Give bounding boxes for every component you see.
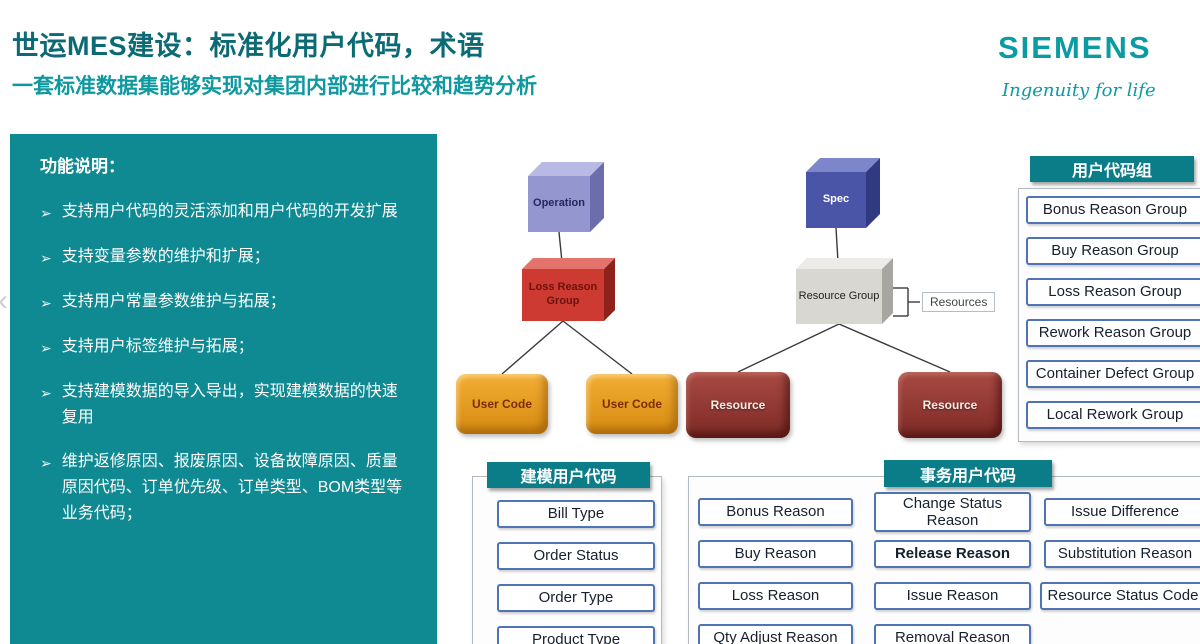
feature-text: 支持变量参数的维护和扩展； xyxy=(61,247,270,265)
user-code-group-item: Buy Reason Group xyxy=(1026,237,1200,265)
siemens-logo: SIEMENS xyxy=(998,30,1152,65)
features-panel: 功能说明： ➢ 支持用户代码的灵活添加和用户代码的开发扩展 ➢ 支持变量参数的维… xyxy=(10,134,437,644)
arrow-bullet-icon: ➢ xyxy=(40,339,52,356)
user-code-group-item: Rework Reason Group xyxy=(1026,319,1200,347)
node-label: Operation xyxy=(528,176,590,232)
transaction-code-item: Release Reason xyxy=(874,540,1031,568)
resources-label: Resources xyxy=(922,292,996,312)
page-title: 世运MES建设：标准化用户代码，术语 xyxy=(12,31,485,61)
feature-text: 支持建模数据的导入导出，实现建模数据的快速复用 xyxy=(61,382,398,426)
group-header-transaction: 事务用户代码 xyxy=(884,460,1052,487)
arrow-bullet-icon: ➢ xyxy=(40,294,52,311)
cube-top-face xyxy=(522,258,615,269)
features-list: ➢ 支持用户代码的灵活添加和用户代码的开发扩展 ➢ 支持变量参数的维护和扩展； … xyxy=(10,177,437,527)
feature-text: 支持用户标签维护与拓展； xyxy=(61,337,254,355)
transaction-code-item: Loss Reason xyxy=(698,582,853,610)
diagram-node-resource-2: Resource xyxy=(898,372,1002,438)
cube-side-face xyxy=(590,162,604,232)
node-label: Spec xyxy=(806,172,866,228)
transaction-code-item: Issue Difference xyxy=(1044,498,1200,526)
transaction-code-item: Qty Adjust Reason xyxy=(698,624,853,644)
user-code-group-item: Bonus Reason Group xyxy=(1026,196,1200,224)
user-code-group-item: Container Defect Group xyxy=(1026,360,1200,388)
arrow-bullet-icon: ➢ xyxy=(40,384,52,401)
diagram-node-operation: Operation xyxy=(528,162,604,232)
diagram-node-loss-reason-group: Loss Reason Group xyxy=(522,258,615,321)
transaction-code-item: Issue Reason xyxy=(874,582,1031,610)
diagram-node-user-code-1: User Code xyxy=(456,374,548,434)
feature-item: ➢ 支持建模数据的导入导出，实现建模数据的快速复用 xyxy=(40,379,413,431)
feature-text: 支持用户代码的灵活添加和用户代码的开发扩展 xyxy=(61,203,398,220)
user-code-group-item: Local Rework Group xyxy=(1026,401,1200,429)
feature-item: ➢ 支持变量参数的维护和扩展； xyxy=(40,244,413,270)
arrow-bullet-icon: ➢ xyxy=(40,455,52,472)
cube-side-face xyxy=(866,158,880,228)
transaction-code-item: Removal Reason xyxy=(874,624,1031,644)
features-heading: 功能说明： xyxy=(40,157,125,176)
user-code-group-item: Loss Reason Group xyxy=(1026,278,1200,306)
transaction-code-item: Resource Status Code xyxy=(1040,582,1200,610)
feature-text: 维护返修原因、报废原因、设备故障原因、质量原因代码、订单优先级、订单类型、BOM… xyxy=(61,453,403,523)
page-subtitle: 一套标准数据集能够实现对集团内部进行比较和趋势分析 xyxy=(12,75,537,98)
cube-top-face xyxy=(796,258,893,269)
modeling-code-item: Order Type xyxy=(497,584,655,612)
arrow-bullet-icon: ➢ xyxy=(40,205,52,221)
feature-item: ➢ 支持用户代码的灵活添加和用户代码的开发扩展 xyxy=(40,199,413,225)
modeling-code-item: Order Status xyxy=(497,542,655,570)
diagram-node-resource-group: Resource Group xyxy=(796,258,893,324)
arrow-bullet-icon: ➢ xyxy=(40,249,52,266)
diagram-node-resource-1: Resource xyxy=(686,372,790,438)
diagram-node-user-code-2: User Code xyxy=(586,374,678,434)
siemens-tagline: Ingenuity for life xyxy=(1002,80,1156,101)
node-label: Resource Group xyxy=(796,269,882,324)
group-header-modeling: 建模用户代码 xyxy=(487,462,650,488)
feature-text: 支持用户常量参数维护与拓展； xyxy=(61,292,286,310)
group-header-user-code-groups: 用户代码组 xyxy=(1030,156,1194,182)
transaction-code-item: Change Status Reason xyxy=(874,492,1031,532)
feature-item: ➢ 支持用户标签维护与拓展； xyxy=(40,334,413,360)
modeling-code-item: Product Type xyxy=(497,626,655,644)
node-label: Loss Reason Group xyxy=(522,269,604,321)
feature-item: ➢ 维护返修原因、报废原因、设备故障原因、质量原因代码、订单优先级、订单类型、B… xyxy=(40,449,413,527)
transaction-code-item: Substitution Reason xyxy=(1044,540,1200,568)
cube-side-face xyxy=(882,258,893,324)
transaction-code-item: Bonus Reason xyxy=(698,498,853,526)
modeling-code-item: Bill Type xyxy=(497,500,655,528)
group-panel-user-code-groups xyxy=(1018,188,1200,442)
transaction-code-item: Buy Reason xyxy=(698,540,853,568)
chevron-left-icon[interactable]: ‹ xyxy=(0,286,8,316)
feature-item: ➢ 支持用户常量参数维护与拓展； xyxy=(40,289,413,315)
diagram-node-spec: Spec xyxy=(806,158,880,228)
cube-side-face xyxy=(604,258,615,321)
